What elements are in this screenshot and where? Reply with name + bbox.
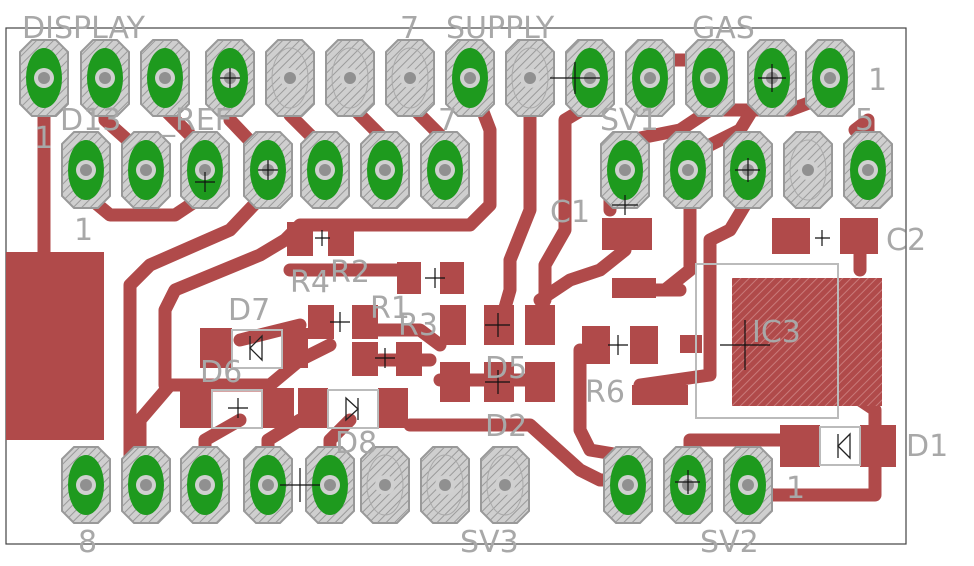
origin-markers bbox=[195, 62, 830, 502]
label-d13: D13 bbox=[60, 103, 121, 138]
label-supply: SUPPLY bbox=[446, 11, 555, 46]
through-hole-pad bbox=[600, 131, 650, 209]
through-hole-pad bbox=[325, 39, 375, 117]
label-r2: R2 bbox=[330, 255, 370, 290]
through-hole-pad bbox=[265, 39, 315, 117]
label-d6: D6 bbox=[200, 355, 242, 390]
label-sv3: SV3 bbox=[460, 525, 519, 560]
label-sv1: SV1 bbox=[600, 103, 659, 138]
label-r3: R3 bbox=[398, 308, 438, 343]
through-hole-pad bbox=[305, 446, 355, 524]
label-r6: R6 bbox=[585, 375, 625, 410]
copper-pour-left bbox=[6, 252, 104, 440]
label-sv2: SV2 bbox=[700, 525, 759, 560]
smd-pads bbox=[180, 218, 896, 467]
label-d8: D8 bbox=[335, 426, 377, 461]
label-ic3: IC3 bbox=[752, 315, 801, 350]
label-seven-top: 7 bbox=[400, 11, 419, 46]
through-hole-pad bbox=[243, 446, 293, 524]
label-d7: D7 bbox=[228, 293, 270, 328]
through-hole-pad bbox=[180, 131, 230, 209]
through-hole-pad bbox=[420, 446, 470, 524]
through-hole-pad bbox=[445, 39, 495, 117]
through-hole-pad bbox=[805, 39, 855, 117]
through-hole-pad bbox=[80, 39, 130, 117]
through-hole-pad bbox=[625, 39, 675, 117]
label-r1: R1 bbox=[370, 291, 410, 326]
through-hole-pad bbox=[420, 131, 470, 209]
label-eight: 8 bbox=[78, 525, 97, 560]
through-hole-pad bbox=[121, 446, 171, 524]
through-hole-pad bbox=[61, 446, 111, 524]
through-hole-pad bbox=[360, 131, 410, 209]
through-hole-pad bbox=[685, 39, 735, 117]
label-r4: R4 bbox=[290, 265, 330, 300]
label-d1: D1 bbox=[906, 429, 948, 464]
label-c2: C2 bbox=[886, 223, 926, 258]
label-d2: D2 bbox=[485, 409, 527, 444]
component-outlines bbox=[211, 263, 861, 466]
label-seven-mid: 7 bbox=[438, 103, 457, 138]
through-hole-pad bbox=[663, 131, 713, 209]
through-hole-pad bbox=[360, 446, 410, 524]
through-hole-pad bbox=[783, 131, 833, 209]
through-hole-pad bbox=[180, 446, 230, 524]
label-five: 5 bbox=[855, 103, 874, 138]
through-hole-pad bbox=[505, 39, 555, 117]
label-c1: C1 bbox=[550, 195, 590, 230]
through-hole-pad bbox=[723, 446, 773, 524]
label-ref: _REF bbox=[159, 103, 232, 138]
through-hole-pad bbox=[300, 131, 350, 209]
through-hole-pad bbox=[121, 131, 171, 209]
label-one-conn-left: 1 bbox=[74, 213, 93, 248]
through-hole-pads bbox=[19, 39, 893, 524]
label-gas: GAS bbox=[692, 11, 755, 46]
through-hole-pad bbox=[19, 39, 69, 117]
through-hole-pad bbox=[385, 39, 435, 117]
label-one-sv2: 1 bbox=[786, 471, 805, 506]
through-hole-pad bbox=[603, 446, 653, 524]
through-hole-pad bbox=[480, 446, 530, 524]
label-display: DISPLAY bbox=[22, 11, 146, 46]
label-d5: D5 bbox=[485, 351, 527, 386]
through-hole-pad bbox=[843, 131, 893, 209]
label-one-left: 1 bbox=[34, 121, 53, 156]
through-hole-pad bbox=[243, 131, 293, 209]
label-one-top-right: 1 bbox=[868, 63, 887, 98]
through-hole-pad bbox=[140, 39, 190, 117]
silkscreen-labels: DISPLAY 7 SUPPLY GAS 1 1 D13 _REF 7 SV1 … bbox=[22, 11, 948, 560]
through-hole-pad bbox=[61, 131, 111, 209]
